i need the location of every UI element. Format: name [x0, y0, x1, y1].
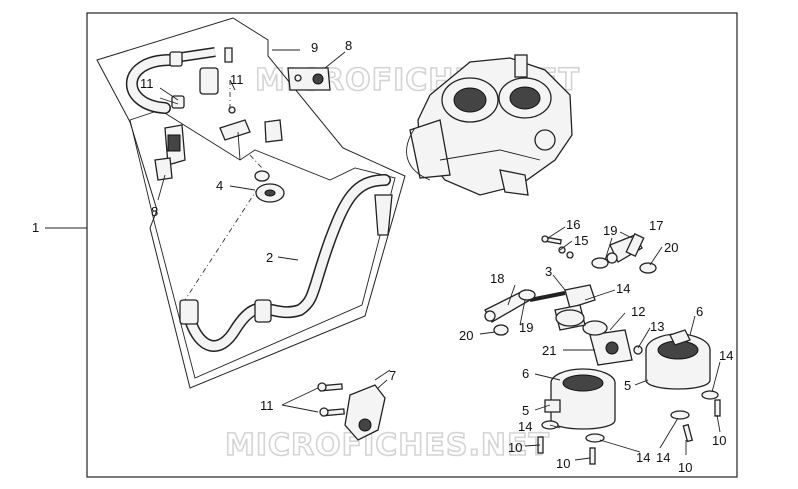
leader-14c	[599, 439, 641, 453]
leader-7	[377, 379, 388, 389]
bracket-top	[287, 67, 331, 91]
intake-manifold-left	[544, 368, 616, 430]
throttle-body-assembly	[406, 54, 573, 196]
leader-5a	[534, 404, 551, 411]
callout-17: 17	[649, 218, 663, 233]
leader-19b	[519, 299, 526, 326]
leader-17	[619, 231, 633, 239]
callout-10d: 10	[712, 433, 726, 448]
leader-15	[559, 240, 573, 251]
leader-14d	[659, 417, 679, 449]
group-outline-hoses	[96, 17, 406, 389]
leader-16	[547, 226, 566, 239]
long-hose	[179, 174, 393, 352]
callout-15: 15	[574, 233, 588, 248]
leader-10b	[574, 457, 591, 461]
fuel-connector-left	[154, 124, 186, 181]
leader-5b	[634, 379, 649, 386]
callout-7: 7	[389, 368, 396, 383]
dash-leader-3	[249, 154, 263, 169]
callout-11b: 11	[230, 72, 244, 87]
callout-14b: 14	[518, 419, 532, 434]
callout-13: 13	[650, 319, 664, 334]
callout-16: 16	[566, 217, 580, 232]
leader-11a2	[159, 97, 179, 105]
leader-10a	[524, 444, 541, 447]
callout-19b: 19	[519, 320, 533, 335]
leader-3	[552, 274, 566, 291]
dash-leader-2	[184, 187, 259, 301]
outer-frame	[86, 12, 738, 478]
leader-2	[277, 256, 299, 261]
callout-19a: 19	[603, 223, 617, 238]
callout-11a: 11	[140, 76, 154, 91]
callout-8a: 8	[345, 38, 352, 53]
callout-5a: 5	[522, 403, 529, 418]
fuel-hose-top	[125, 47, 233, 114]
leader-8-left	[157, 174, 166, 201]
callout-8b: 8	[151, 204, 158, 219]
leader-20b	[479, 331, 496, 335]
callout-11c: 11	[260, 398, 274, 413]
leader-6b	[689, 315, 696, 336]
grommet	[254, 170, 285, 203]
callout-10b: 10	[556, 456, 570, 471]
callout-9: 9	[311, 40, 318, 55]
arm-17	[591, 232, 657, 274]
bolts-15-16	[541, 235, 574, 259]
leader-4	[229, 185, 256, 191]
callout-6b: 6	[696, 304, 703, 319]
leader-12	[609, 312, 626, 331]
callout-14a: 14	[616, 281, 630, 296]
callout-3: 3	[545, 264, 552, 279]
callout-5b: 5	[624, 378, 631, 393]
watermark-bottom: MICROFICHES.NET	[225, 428, 550, 463]
washers-and-bolts	[537, 390, 721, 465]
small-fittings	[219, 106, 283, 161]
group-outline-inner	[129, 109, 396, 379]
callout-20a: 20	[664, 240, 678, 255]
callout-2: 2	[266, 250, 273, 265]
callout-14e: 14	[719, 348, 733, 363]
callout-1: 1	[32, 220, 39, 235]
leader-8-top	[324, 51, 346, 69]
callout-10c: 10	[678, 460, 692, 475]
leader-11b	[229, 79, 236, 91]
leader-14a	[584, 289, 616, 301]
callout-20b: 20	[459, 328, 473, 343]
leader-6a	[534, 373, 561, 381]
leader-14b	[549, 424, 561, 429]
throttle-linkage	[484, 284, 596, 336]
callout-10a: 10	[508, 440, 522, 455]
leader-10d	[716, 414, 721, 433]
leader-19a	[604, 237, 613, 261]
idle-valve	[582, 320, 643, 366]
leader-11a	[159, 87, 179, 101]
callout-12: 12	[631, 304, 645, 319]
leader-13	[637, 327, 651, 349]
leader-20a	[649, 246, 663, 266]
callout-14d: 14	[656, 450, 670, 465]
callout-4: 4	[216, 178, 223, 193]
callout-6a: 6	[522, 366, 529, 381]
callout-14c: 14	[636, 450, 650, 465]
leader-18	[507, 284, 516, 306]
sensor-part-7	[281, 369, 391, 441]
callout-21: 21	[542, 343, 556, 358]
callout-18: 18	[490, 271, 504, 286]
intake-manifold-right	[645, 329, 711, 390]
leader-14e	[711, 361, 721, 393]
